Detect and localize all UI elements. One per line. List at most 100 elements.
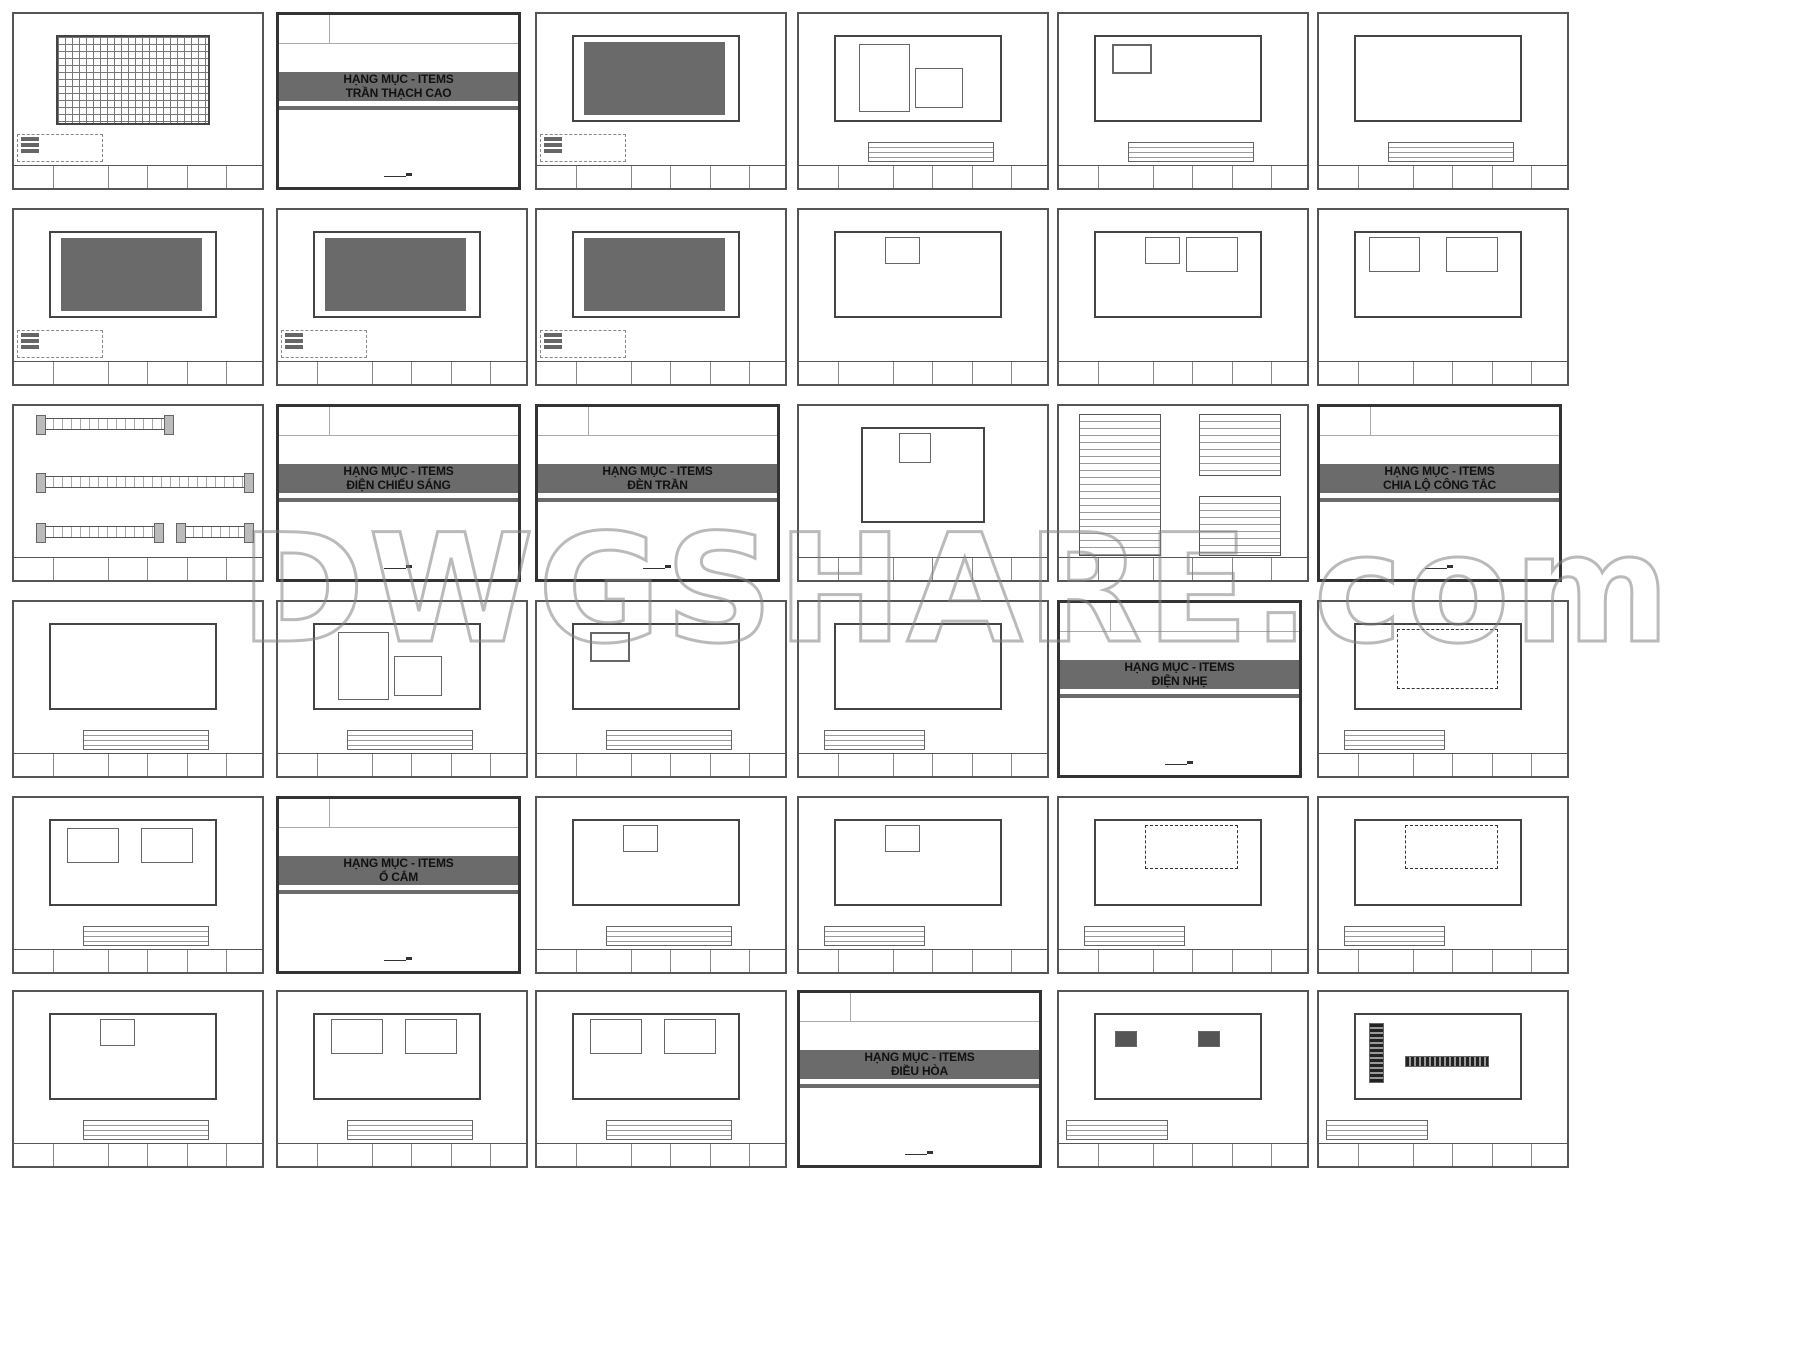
divider xyxy=(279,890,518,895)
floor-plan xyxy=(833,622,1003,710)
sheet-floor-plan[interactable] xyxy=(1057,208,1309,386)
section-title-band: HẠNG MỤC - ITEMS CHIA LỘ CÔNG TẮC xyxy=(1320,463,1559,493)
legend-box xyxy=(540,134,627,162)
symbol-table xyxy=(1388,142,1515,162)
sheet-switch-plan[interactable] xyxy=(276,600,528,778)
hvac-plan xyxy=(1353,1012,1523,1100)
title-block xyxy=(278,1143,526,1166)
divider xyxy=(538,498,777,503)
title-block xyxy=(278,753,526,776)
symbol-table xyxy=(606,926,733,946)
section-sheet-o-cam[interactable]: HẠNG MỤC - ITEMS Ổ CẮM xyxy=(276,796,521,974)
section-sheet-dieu-hoa[interactable]: HẠNG MỤC - ITEMS ĐIỀU HÒA xyxy=(797,990,1042,1168)
sheet-floor-plan[interactable] xyxy=(797,404,1049,582)
signature-mark xyxy=(1425,565,1454,569)
switch-plan xyxy=(48,818,218,906)
sheet-ceiling-plan[interactable] xyxy=(12,208,264,386)
sheet-floor-plan[interactable] xyxy=(1317,208,1569,386)
floor-tile-plan xyxy=(56,34,210,126)
section-heading: HẠNG MỤC - ITEMS xyxy=(343,856,454,871)
title-block xyxy=(14,949,262,972)
sheet-floor-plan[interactable] xyxy=(797,208,1049,386)
section-cut xyxy=(36,523,164,543)
symbol-table xyxy=(1343,730,1445,750)
legend-box xyxy=(17,134,104,162)
sheet-socket-plan[interactable] xyxy=(535,990,787,1168)
section-sheet-den-tran[interactable]: HẠNG MỤC - ITEMS ĐÈN TRẦN xyxy=(535,404,780,582)
section-heading: HẠNG MỤC - ITEMS xyxy=(343,72,454,87)
header-box xyxy=(279,799,518,828)
sheet-low-voltage-plan[interactable] xyxy=(1057,796,1309,974)
title-block xyxy=(1319,1143,1567,1166)
signature-mark xyxy=(384,565,413,569)
panel-schedule-table xyxy=(1199,414,1281,476)
section-cut xyxy=(36,415,174,435)
sheet-switch-plan[interactable] xyxy=(12,600,264,778)
sheet-panel-schedule[interactable] xyxy=(1057,404,1309,582)
section-sheet-tran-thach-cao[interactable]: HẠNG MỤC - ITEMS TRẦN THẠCH CAO xyxy=(276,12,521,190)
sheet-ceiling-plan[interactable] xyxy=(535,208,787,386)
section-title: ĐÈN TRẦN xyxy=(627,478,688,493)
sheet-hvac-plan[interactable] xyxy=(1317,990,1569,1168)
header-box xyxy=(800,993,1039,1022)
sheet-floor-plan[interactable] xyxy=(797,600,1049,778)
title-block xyxy=(537,1143,785,1166)
panel-schedule-table xyxy=(1079,414,1161,556)
sheet-hvac-plan[interactable] xyxy=(1057,990,1309,1168)
ceiling-plan xyxy=(312,230,482,318)
title-block xyxy=(278,361,526,384)
socket-plan xyxy=(48,1012,218,1100)
sheet-floor-plan[interactable] xyxy=(797,796,1049,974)
title-block xyxy=(14,1143,262,1166)
sheet-lighting-plan[interactable] xyxy=(1057,12,1309,190)
sheet-low-voltage-plan[interactable] xyxy=(1317,600,1569,778)
sheet-floor-plan[interactable] xyxy=(535,796,787,974)
sheet-ceiling-sections[interactable] xyxy=(12,404,264,582)
title-block xyxy=(799,361,1047,384)
switch-plan xyxy=(312,622,482,710)
switch-plan xyxy=(571,622,741,710)
sheet-ceiling-plan[interactable] xyxy=(276,208,528,386)
section-sheet-dien-nhe[interactable]: HẠNG MỤC - ITEMS ĐIỆN NHẸ xyxy=(1057,600,1302,778)
sheet-ceiling-plan[interactable] xyxy=(535,12,787,190)
section-title: TRẦN THẠCH CAO xyxy=(345,86,452,101)
sheet-switch-plan[interactable] xyxy=(12,796,264,974)
sheet-switch-plan[interactable] xyxy=(535,600,787,778)
sheet-lighting-plan[interactable] xyxy=(1317,12,1569,190)
section-title-band: HẠNG MỤC - ITEMS ĐÈN TRẦN xyxy=(538,463,777,493)
signature-mark xyxy=(1165,761,1194,765)
legend-box xyxy=(281,330,368,358)
symbol-table xyxy=(347,1120,474,1140)
lighting-plan xyxy=(833,34,1003,122)
symbol-table xyxy=(823,730,925,750)
ceiling-plan xyxy=(48,230,218,318)
divider xyxy=(279,106,518,111)
title-block xyxy=(1319,753,1567,776)
sheet-socket-plan[interactable] xyxy=(276,990,528,1168)
section-sheet-chia-lo-cong-tac[interactable]: HẠNG MỤC - ITEMS CHIA LỘ CÔNG TẮC xyxy=(1317,404,1562,582)
legend-box xyxy=(17,330,104,358)
symbol-table xyxy=(1128,142,1255,162)
divider xyxy=(1060,694,1299,699)
ceiling-plan xyxy=(571,230,741,318)
floor-plan xyxy=(861,426,985,523)
sheet-socket-plan[interactable] xyxy=(12,990,264,1168)
symbol-table xyxy=(868,142,995,162)
sheet-lighting-plan[interactable] xyxy=(797,12,1049,190)
title-block xyxy=(1059,361,1307,384)
sheet-tiled-floor-plan[interactable] xyxy=(12,12,264,190)
section-sheet-dien-chieu-sang[interactable]: HẠNG MỤC - ITEMS ĐIỆN CHIẾU SÁNG xyxy=(276,404,521,582)
section-title: ĐIỀU HÒA xyxy=(890,1064,949,1079)
symbol-table xyxy=(1083,926,1185,946)
floor-plan xyxy=(833,818,1003,906)
title-block xyxy=(537,165,785,188)
symbol-table xyxy=(347,730,474,750)
symbol-table xyxy=(606,1120,733,1140)
title-block xyxy=(799,165,1047,188)
title-block xyxy=(799,949,1047,972)
divider xyxy=(800,1084,1039,1089)
sheet-low-voltage-plan[interactable] xyxy=(1317,796,1569,974)
title-block xyxy=(1059,165,1307,188)
switch-plan xyxy=(48,622,218,710)
